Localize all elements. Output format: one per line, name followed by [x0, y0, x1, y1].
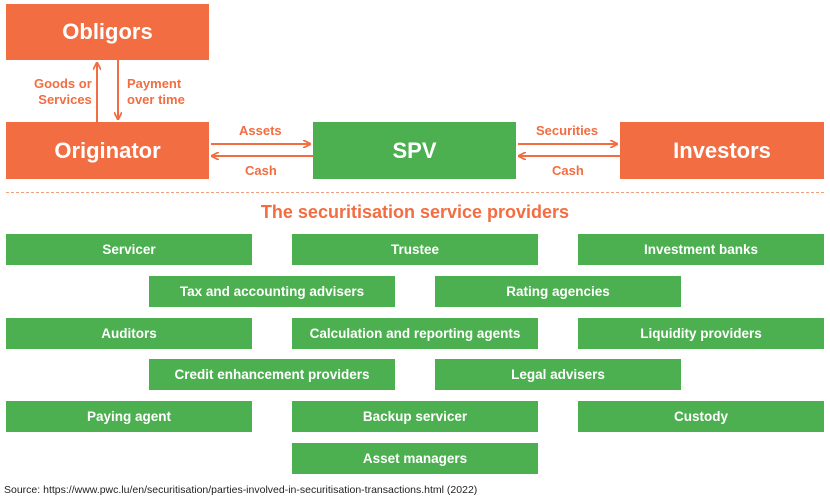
investors-box: Investors	[620, 122, 824, 179]
provider-auditors: Auditors	[6, 318, 252, 349]
obligors-box: Obligors	[6, 4, 209, 60]
providers-title: The securitisation service providers	[260, 202, 570, 222]
goods-or-services-label: Goods or Services	[34, 76, 92, 107]
provider-liquidity-providers: Liquidity providers	[578, 318, 824, 349]
provider-servicer: Servicer	[6, 234, 252, 265]
assets-label: Assets	[239, 123, 282, 138]
securities-label: Securities	[536, 123, 599, 138]
cash-left-label: Cash	[245, 163, 277, 178]
spv-box: SPV	[313, 122, 516, 179]
provider-asset-managers: Asset managers	[292, 443, 538, 474]
provider-custody: Custody	[578, 401, 824, 432]
spv-label: SPV	[392, 137, 437, 163]
provider-credit-enhancement-providers: Credit enhancement providers	[149, 359, 395, 390]
provider-rating-agencies: Rating agencies	[435, 276, 681, 307]
provider-trustee: Trustee	[292, 234, 538, 265]
source-note: Source: https://www.pwc.lu/en/securitisa…	[4, 484, 478, 496]
cash-right-label: Cash	[552, 163, 584, 178]
provider-backup-servicer: Backup servicer	[292, 401, 538, 432]
originator-box: Originator	[6, 122, 209, 179]
provider-calculation-reporting-agents: Calculation and reporting agents	[292, 318, 538, 349]
payment-over-time-label: Payment over time	[127, 76, 185, 107]
investors-label: Investors	[673, 137, 771, 163]
obligors-label: Obligors	[62, 19, 153, 44]
provider-investment-banks: Investment banks	[578, 234, 824, 265]
provider-paying-agent: Paying agent	[6, 401, 252, 432]
provider-legal-advisers: Legal advisers	[435, 359, 681, 390]
originator-label: Originator	[54, 137, 161, 163]
provider-tax-accounting-advisers: Tax and accounting advisers	[149, 276, 395, 307]
section-divider	[6, 192, 824, 193]
